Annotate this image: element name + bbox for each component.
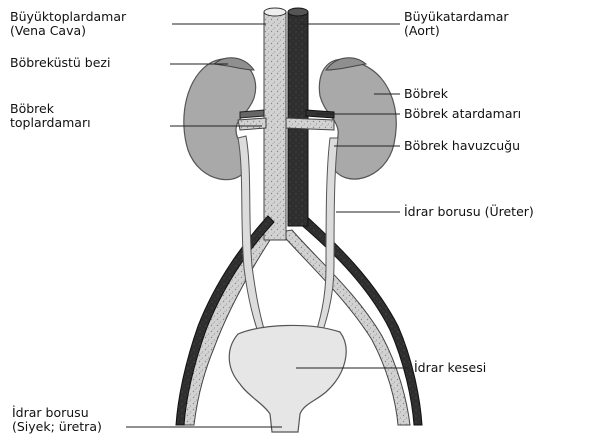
label-vena-cava-line1: Büyüktoplardamar	[10, 10, 126, 24]
label-kidney-text: Böbrek	[404, 87, 448, 101]
vena-cava-top	[264, 8, 286, 16]
label-urethra: İdrar borusu (Siyek; üretra)	[12, 406, 102, 434]
bladder	[229, 325, 346, 432]
label-aorta-line2: (Aort)	[404, 24, 509, 38]
label-renal-pelvis: Böbrek havuzcuğu	[404, 139, 520, 153]
label-adrenal-text: Böbreküstü bezi	[10, 56, 110, 70]
right-renal-vein	[286, 118, 334, 130]
left-renal-vein	[238, 118, 266, 130]
aorta-top	[288, 8, 308, 16]
label-ureter: İdrar borusu (Üreter)	[404, 205, 534, 219]
label-kidney: Böbrek	[404, 87, 448, 101]
label-adrenal: Böbreküstü bezi	[10, 56, 110, 70]
label-renal-vein-line1: Böbrek	[10, 102, 91, 116]
left-renal-artery	[240, 110, 264, 118]
label-renal-artery-text: Böbrek atardamarı	[404, 107, 521, 121]
label-bladder: İdrar kesesi	[414, 361, 486, 375]
label-renal-vein-line2: toplardamarı	[10, 116, 91, 130]
label-ureter-text: İdrar borusu (Üreter)	[404, 205, 534, 219]
label-vena-cava-line2: (Vena Cava)	[10, 24, 126, 38]
label-urethra-line2: (Siyek; üretra)	[12, 420, 102, 434]
vena-cava	[264, 12, 286, 240]
label-renal-vein: Böbrek toplardamarı	[10, 102, 91, 130]
label-vena-cava: Büyüktoplardamar (Vena Cava)	[10, 10, 126, 38]
label-renal-artery: Böbrek atardamarı	[404, 107, 521, 121]
label-aorta-line1: Büyükatardamar	[404, 10, 509, 24]
label-renal-pelvis-text: Böbrek havuzcuğu	[404, 139, 520, 153]
label-urethra-line1: İdrar borusu	[12, 406, 102, 420]
label-aorta: Büyükatardamar (Aort)	[404, 10, 509, 38]
label-bladder-text: İdrar kesesi	[414, 361, 486, 375]
